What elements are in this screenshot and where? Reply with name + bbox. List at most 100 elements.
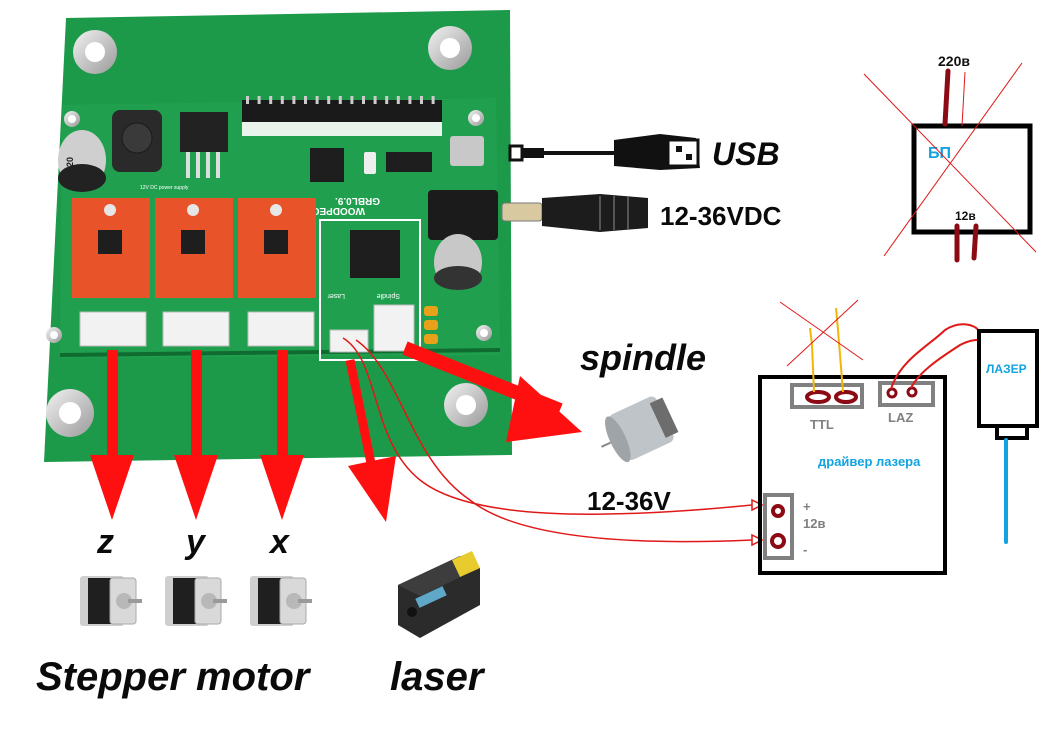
spindle-label: spindle xyxy=(580,337,706,378)
laser-port-silk: Laser xyxy=(327,292,345,299)
plus-label: + xyxy=(803,499,811,514)
minus-label: - xyxy=(803,542,807,557)
laser-module-title: ЛАЗЕР xyxy=(986,362,1027,376)
mount-hole xyxy=(476,325,492,341)
header-pin xyxy=(338,96,342,104)
dc-jack xyxy=(428,190,498,240)
laz-wire xyxy=(910,339,979,389)
supply-label: 12в xyxy=(803,516,825,531)
mount-hole xyxy=(64,111,80,127)
power-supply-block: 220в БП 12в xyxy=(863,53,1037,263)
mosfet xyxy=(350,230,400,278)
cap-rating: 220 xyxy=(65,157,75,172)
smd-cap xyxy=(424,320,438,330)
laser-module-icon xyxy=(398,551,480,638)
axis-arrow xyxy=(174,350,218,520)
mount-hole xyxy=(428,26,472,70)
usb-chip xyxy=(386,152,432,172)
mount-hole xyxy=(46,389,94,437)
header-pin xyxy=(304,96,307,104)
laser-module-block: ЛАЗЕР xyxy=(977,329,1039,544)
spindle-motor-icon xyxy=(601,396,679,463)
laz-wire xyxy=(890,323,979,390)
mount-hole xyxy=(468,110,484,126)
ttl-wire xyxy=(809,327,815,393)
axis-arrow xyxy=(260,350,304,520)
wire-plus xyxy=(342,337,753,515)
axis-label-x: x xyxy=(268,523,291,561)
header-pin xyxy=(396,96,400,104)
stepper-motor-label: Stepper motor xyxy=(36,655,312,699)
psu-output-label: 12в xyxy=(955,209,976,223)
wire-arrowhead xyxy=(751,533,764,547)
power-pin-minus xyxy=(770,533,786,549)
mcu-chip xyxy=(310,148,344,182)
power-terminal xyxy=(763,493,794,560)
header-pin xyxy=(269,96,273,104)
capacitor-left: 220 xyxy=(58,130,106,192)
wire-220-b xyxy=(961,71,966,127)
capacitor-right xyxy=(434,234,482,290)
cross-line xyxy=(779,301,864,361)
wire-220-a xyxy=(942,68,951,127)
voltage-regulator xyxy=(180,112,228,178)
header-pin xyxy=(280,96,284,104)
spindle-section xyxy=(319,219,421,361)
header-pin xyxy=(350,96,354,104)
laz-label: LAZ xyxy=(888,410,913,425)
smd-cap xyxy=(424,306,438,316)
usb-cable-icon xyxy=(508,134,700,170)
axis-port xyxy=(247,311,315,347)
axis-arrows xyxy=(90,350,304,520)
axis-port xyxy=(162,311,230,347)
header-pin xyxy=(431,96,435,104)
spindle-arrow xyxy=(402,341,582,442)
header-pin xyxy=(292,96,296,104)
laz-pin xyxy=(886,387,898,399)
spindle-port-silk: Spindle xyxy=(377,292,400,299)
axis-label-y: y xyxy=(184,523,207,561)
ttl-wire xyxy=(835,307,844,393)
smd-cap xyxy=(424,334,438,344)
axis-arrow xyxy=(90,350,134,520)
laz-terminal xyxy=(878,381,935,407)
driver-title: драйвер лазера xyxy=(818,454,921,469)
stepper-motor-icon xyxy=(165,576,227,626)
inductor xyxy=(112,110,162,172)
power-silk-label: 12V DC power supply xyxy=(140,185,189,191)
header-pin xyxy=(385,96,389,104)
cross-line xyxy=(883,62,1023,257)
wire-minus xyxy=(355,339,753,543)
mount-hole xyxy=(444,383,488,427)
psu-title: БП xyxy=(928,145,951,162)
stepper-driver xyxy=(155,198,233,298)
laz-pin xyxy=(906,386,918,398)
laser-label: laser xyxy=(390,655,486,699)
stepper-motor-icon xyxy=(80,576,142,626)
header-pin xyxy=(246,96,249,104)
board-firmware-label: GRBL0.9. xyxy=(335,195,380,206)
header-pin xyxy=(420,96,423,104)
axis-port xyxy=(79,311,147,347)
laser-arrow xyxy=(345,359,396,522)
ttl-terminal xyxy=(790,383,864,409)
stepper-driver xyxy=(72,198,150,298)
stepper-driver xyxy=(238,198,316,298)
header-pin xyxy=(408,96,412,104)
mount-hole xyxy=(46,327,62,343)
mount-hole xyxy=(73,30,117,74)
wire-arrowhead xyxy=(751,498,764,512)
controller-board: 220 12V DC power supply GRBL0.9. WOODPEC… xyxy=(44,10,512,462)
cross-line xyxy=(786,299,859,367)
header-pin xyxy=(315,96,319,104)
header-pin xyxy=(362,96,365,104)
usb-label: USB xyxy=(712,136,780,172)
dc-voltage-label: 12-36VDC xyxy=(660,201,782,231)
pin-header xyxy=(242,96,442,136)
ttl-pin xyxy=(834,390,858,404)
spindle-voltage-label: 12-36V xyxy=(587,486,671,516)
psu-input-label: 220в xyxy=(938,53,970,69)
header-pin xyxy=(327,96,331,104)
power-pin-plus xyxy=(771,504,785,518)
